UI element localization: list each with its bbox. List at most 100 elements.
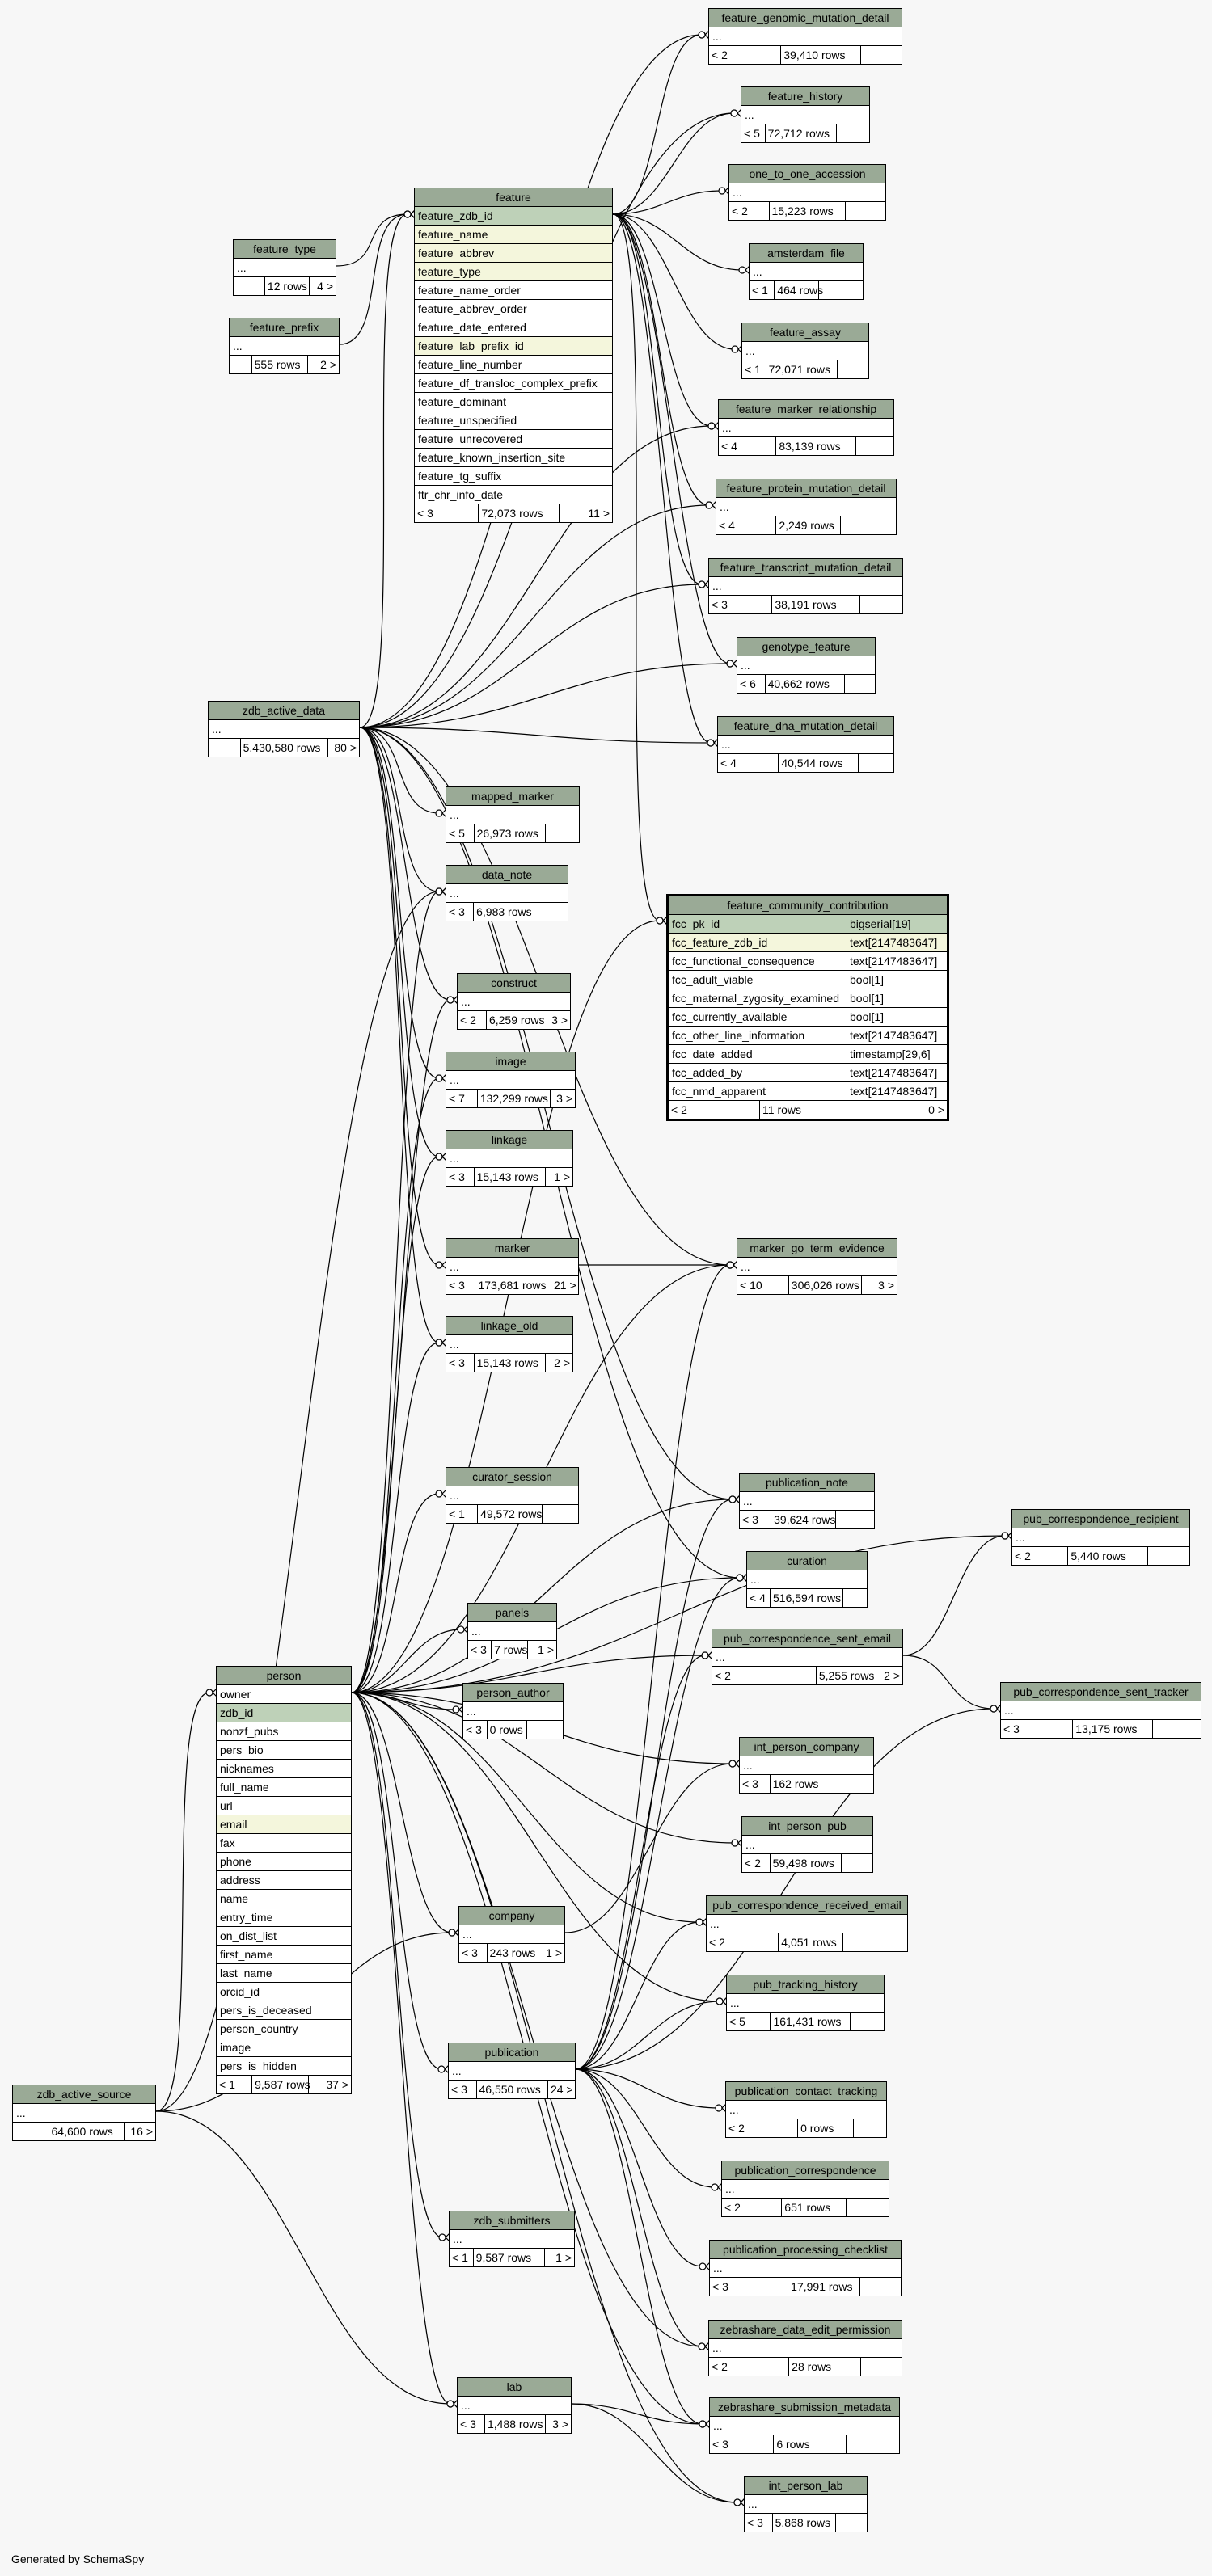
children-count[interactable] — [836, 2514, 867, 2532]
parents-count[interactable]: < 3 — [458, 2415, 485, 2433]
parents-count[interactable]: < 2 — [726, 2119, 799, 2137]
parents-count[interactable]: < 3 — [710, 2435, 775, 2453]
children-count[interactable]: 16 > — [130, 2125, 153, 2138]
table-title[interactable]: linkage_old — [446, 1317, 572, 1335]
table-title[interactable]: feature_transcript_mutation_detail — [709, 559, 902, 577]
parents-count[interactable]: < 10 — [737, 1276, 789, 1294]
children-count[interactable] — [860, 2278, 901, 2296]
table-title[interactable]: person — [217, 1667, 351, 1685]
parents-count[interactable]: < 2 — [742, 1854, 771, 1872]
parents-count[interactable]: < 4 — [719, 437, 777, 455]
table-title[interactable]: marker_go_term_evidence — [737, 1239, 897, 1258]
table-title[interactable]: publication_note — [740, 1474, 874, 1492]
parents-count[interactable] — [13, 2123, 49, 2140]
children-count[interactable] — [837, 124, 869, 142]
table-title[interactable]: curator_session — [446, 1468, 578, 1486]
parents-count[interactable]: < 3 — [710, 2278, 789, 2296]
children-count[interactable] — [836, 1511, 874, 1528]
table-feature-transcript-mutation-detail[interactable]: feature_transcript_mutation_detail...< 3… — [708, 558, 903, 614]
parents-count[interactable]: < 2 — [722, 2199, 783, 2216]
parents-count[interactable]: < 4 — [747, 1589, 771, 1607]
parents-count[interactable]: < 6 — [737, 675, 766, 693]
table-title[interactable]: data_note — [446, 866, 568, 884]
table-title[interactable]: construct — [458, 974, 570, 993]
parents-count[interactable]: < 3 — [740, 1511, 772, 1528]
table-title[interactable]: pub_correspondence_received_email — [707, 1896, 907, 1915]
table-title[interactable]: feature_protein_mutation_detail — [716, 479, 896, 498]
children-count[interactable] — [534, 903, 568, 921]
parents-count[interactable]: < 3 — [446, 903, 475, 921]
parents-count[interactable]: < 2 — [709, 46, 782, 64]
table-title[interactable]: zdb_active_source — [13, 2085, 155, 2104]
children-count[interactable] — [845, 675, 875, 693]
table-title[interactable]: zebrashare_data_edit_permission — [709, 2321, 902, 2339]
parents-count[interactable]: < 3 — [446, 1168, 475, 1186]
children-count[interactable]: 24 > — [551, 2083, 573, 2096]
children-count[interactable]: 3 > — [556, 1092, 572, 1105]
children-count[interactable]: 1 > — [538, 1643, 554, 1656]
children-count[interactable] — [546, 824, 579, 842]
table-title[interactable]: feature_assay — [742, 323, 868, 342]
table-title[interactable]: feature — [415, 188, 612, 207]
table-title[interactable]: pub_correspondence_recipient — [1012, 1510, 1189, 1528]
table-title[interactable]: feature_history — [741, 87, 869, 106]
table-title[interactable]: one_to_one_accession — [729, 165, 885, 183]
parents-count[interactable]: < 1 — [446, 1505, 479, 1523]
children-count[interactable]: 11 > — [588, 507, 610, 520]
children-count[interactable]: 2 > — [554, 1356, 570, 1369]
parents-count[interactable] — [230, 356, 252, 373]
table-title[interactable]: feature_type — [234, 240, 336, 259]
parents-count[interactable]: < 3 — [415, 504, 479, 522]
table-title[interactable]: image — [446, 1052, 575, 1071]
parents-count[interactable]: < 1 — [217, 2076, 253, 2093]
children-count[interactable] — [846, 202, 886, 220]
parents-count[interactable]: < 4 — [716, 516, 777, 534]
table-title[interactable]: marker — [446, 1239, 578, 1258]
children-count[interactable] — [838, 360, 868, 378]
children-count[interactable] — [854, 2119, 886, 2137]
table-title[interactable]: mapped_marker — [446, 787, 579, 806]
parents-count[interactable]: < 3 — [745, 2514, 773, 2532]
table-title[interactable]: feature_genomic_mutation_detail — [709, 9, 902, 27]
table-title[interactable]: pub_tracking_history — [727, 1975, 884, 1994]
parents-count[interactable]: < 4 — [718, 754, 779, 772]
children-count[interactable] — [841, 516, 896, 534]
parents-count[interactable]: < 5 — [727, 2013, 771, 2030]
table-title[interactable]: feature_dna_mutation_detail — [718, 717, 893, 736]
parents-count[interactable]: < 3 — [463, 1721, 488, 1739]
children-count[interactable] — [847, 2435, 899, 2453]
table-title[interactable]: amsterdam_file — [750, 244, 863, 263]
table-title[interactable]: pub_correspondence_sent_email — [712, 1629, 902, 1648]
table-title[interactable]: int_person_company — [740, 1738, 873, 1756]
children-count[interactable]: 1 > — [546, 1946, 562, 1959]
table-title[interactable]: zdb_submitters — [450, 2211, 574, 2230]
children-count[interactable]: 4 > — [317, 280, 333, 293]
table-title[interactable]: int_person_lab — [745, 2477, 867, 2495]
parents-count[interactable]: < 1 — [742, 360, 766, 378]
parents-count[interactable]: < 3 — [468, 1641, 492, 1659]
